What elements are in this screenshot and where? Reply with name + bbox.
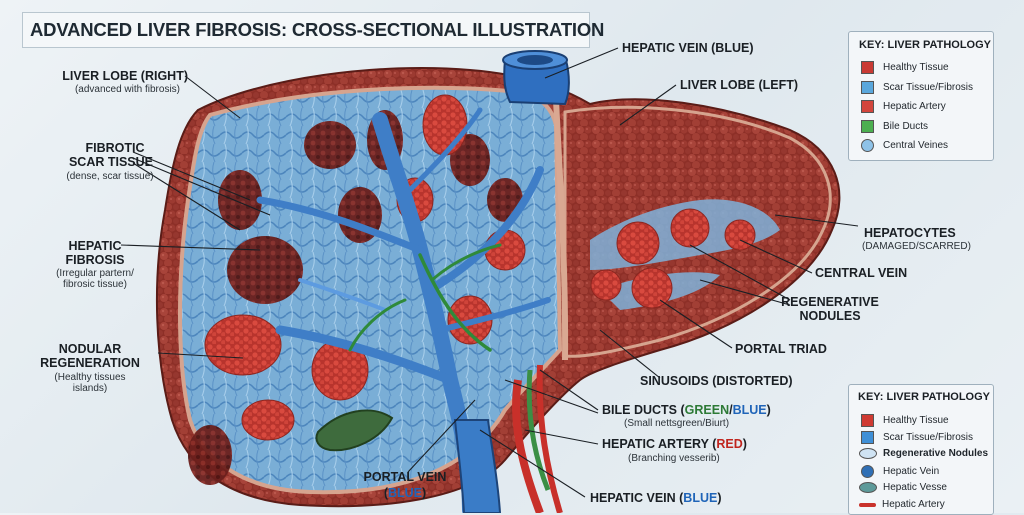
legend-swatch <box>859 482 877 493</box>
sublabel-hepatic-fibrosis-2: fibrosic tissue) <box>63 279 127 290</box>
sublabel-liver-lobe-right: (advanced with fibrosis) <box>74 84 180 95</box>
legend-bottom-item: Scar Tissue/Fibrosis <box>861 431 973 444</box>
bile-ducts-blue: BLUE <box>732 403 767 417</box>
bile-ducts-slash: / <box>729 403 733 417</box>
hepatic-vein-bottom-prefix: HEPATIC VEIN ( <box>590 491 684 505</box>
sublabel-bile-ducts: (Small nettsgreen/Biurt) <box>624 418 730 429</box>
bile-ducts-prefix: BILE DUCTS ( <box>602 403 685 417</box>
sublabel-hepatic-artery: (Branching vesserib) <box>628 453 720 464</box>
label-scar-tissue: SCAR TISSUE <box>68 155 154 169</box>
legend-swatch <box>859 448 877 459</box>
legend-top: KEY: LIVER PATHOLOGY Healthy Tissue Scar… <box>848 31 994 161</box>
legend-top-item-label: Healthy Tissue <box>883 62 949 73</box>
sublabel-nodular-2: islands) <box>72 383 108 394</box>
legend-bottom-item-label: Hepatic Vein <box>883 466 940 477</box>
hepatic-artery-red: RED <box>716 437 743 451</box>
label-nodular: NODULAR <box>58 342 122 356</box>
sublabel-hepatocytes: (DAMAGED/SCARRED) <box>862 241 971 252</box>
label-nodules: NODULES <box>799 309 861 323</box>
sublabel-nodular-1: (Healthy tissues <box>54 372 126 383</box>
portal-vein-blue: BLUE <box>387 486 423 500</box>
label-hepatic-vein-top: HEPATIC VEIN (BLUE) <box>622 41 754 55</box>
label-hepatic-vein-bottom: HEPATIC VEIN (BLUE) <box>590 491 722 505</box>
label-bile-ducts: BILE DUCTS (GREEN/BLUE) <box>602 403 771 417</box>
label-regenerative: REGENERATIVE <box>781 295 879 309</box>
hepatic-vein-bottom-suffix: ) <box>717 491 722 505</box>
hepatic-artery-prefix: HEPATIC ARTERY ( <box>602 437 717 451</box>
legend-top-item: Scar Tissue/Fibrosis <box>861 81 973 94</box>
label-central-vein: CENTRAL VEIN <box>815 266 908 280</box>
legend-bottom-item-label: Hepatic Artery <box>882 499 945 510</box>
legend-swatch <box>859 502 876 507</box>
label-sinusoids: SINUSOIDS (DISTORTED) <box>640 374 793 388</box>
legend-bottom-item-label: Hepatic Vesse <box>883 482 947 493</box>
label-portal-triad: PORTAL TRIAD <box>735 342 827 356</box>
label-fibrotic: FIBROTIC <box>85 141 145 155</box>
hepatic-vein-bottom-blue: BLUE <box>683 491 718 505</box>
label-fibrosis: FIBROSIS <box>65 253 125 267</box>
legend-top-item: Central Veines <box>861 139 948 152</box>
legend-top-item: Bile Ducts <box>861 120 928 133</box>
legend-bottom-item-label: Scar Tissue/Fibrosis <box>883 432 974 443</box>
legend-top-item-label: Bile Ducts <box>883 121 929 132</box>
legend-top-item: Hepatic Artery <box>861 100 946 113</box>
legend-swatch <box>861 100 874 113</box>
portal-vein-close: ) <box>422 486 427 500</box>
legend-swatch <box>861 431 874 444</box>
legend-bottom-item-label: Healthy Tissue <box>883 415 949 426</box>
label-liver-lobe-left: LIVER LOBE (LEFT) <box>680 78 799 92</box>
legend-bottom-item: Healthy Tissue <box>861 414 949 427</box>
label-portal-vein-color: (BLUE) <box>345 486 465 500</box>
legend-bottom-item: Hepatic Vein <box>861 465 939 478</box>
legend-bottom-item: Hepatic Vesse <box>859 482 947 493</box>
sublabel-hepatic-fibrosis-1: (Irregular partern/ <box>56 268 134 279</box>
legend-bottom-item: Regenerative Nodules <box>859 448 988 459</box>
title-banner <box>22 12 590 48</box>
legend-bottom: KEY: LIVER PATHOLOGY Healthy Tissue Scar… <box>848 384 994 515</box>
label-hepatic: HEPATIC <box>68 239 122 253</box>
legend-top-item-label: Scar Tissue/Fibrosis <box>883 82 974 93</box>
bile-ducts-green: GREEN <box>684 403 730 417</box>
label-hepatocytes: HEPATOCYTES <box>864 226 956 240</box>
legend-swatch <box>861 414 874 427</box>
legend-top-title: KEY: LIVER PATHOLOGY <box>859 39 992 51</box>
label-hepatic-artery: HEPATIC ARTERY (RED) <box>602 437 747 451</box>
legend-bottom-title: KEY: LIVER PATHOLOGY <box>858 391 991 403</box>
legend-swatch <box>861 81 874 94</box>
legend-top-item-label: Central Veines <box>883 140 949 151</box>
legend-swatch <box>861 465 874 478</box>
label-liver-lobe-right: LIVER LOBE (RIGHT) <box>62 69 188 83</box>
legend-swatch <box>861 139 874 152</box>
legend-swatch <box>861 61 874 74</box>
bile-ducts-suffix: ) <box>766 403 771 417</box>
legend-top-item: Healthy Tissue <box>861 61 949 74</box>
legend-swatch <box>861 120 874 133</box>
legend-top-item-label: Hepatic Artery <box>883 101 946 112</box>
hepatic-artery-suffix: ) <box>742 437 747 451</box>
legend-bottom-item: Hepatic Artery <box>859 499 945 510</box>
label-regeneration: REGENERATION <box>40 356 140 370</box>
label-portal-vein: PORTAL VEIN <box>363 470 447 484</box>
page-title: ADVANCED LIVER FIBROSIS: CROSS-SECTIONAL… <box>30 19 605 40</box>
sublabel-fibrotic-scar: (dense, scar tissue) <box>66 171 154 182</box>
portal-vein-open: ( <box>383 486 388 500</box>
legend-bottom-item-label: Regenerative Nodules <box>883 448 989 459</box>
